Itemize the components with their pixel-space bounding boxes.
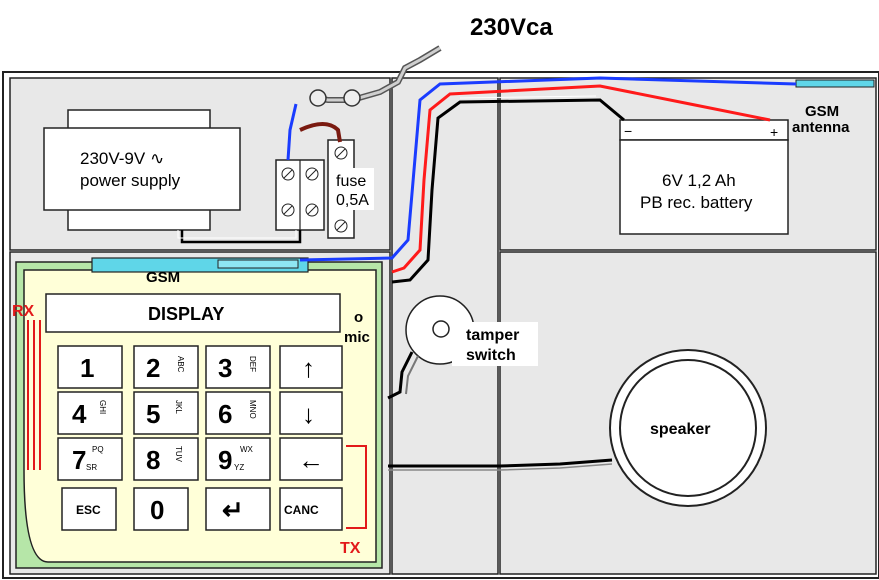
- key-down[interactable]: ↓: [279, 391, 343, 435]
- key-9[interactable]: 9 WX YZ: [205, 437, 271, 481]
- key-3-label: 3: [218, 353, 232, 383]
- key-7-label: 7: [72, 445, 86, 475]
- tx-label: TX: [340, 540, 361, 557]
- wire-brown-mains: [299, 122, 342, 143]
- key-canc-label: CANC: [284, 503, 319, 517]
- tamper-switch: tamper switch: [387, 295, 538, 400]
- key-7-letters-top: PQ: [92, 445, 104, 454]
- gsm-antenna-line2: antenna: [792, 119, 850, 136]
- tx-bracket: [346, 445, 367, 529]
- up-arrow-icon: ↑: [302, 353, 315, 383]
- key-left[interactable]: ←: [279, 437, 343, 481]
- terminal-block: fuse 0,5A: [275, 139, 374, 239]
- enter-icon: ↵: [222, 495, 244, 525]
- battery-cable: [299, 76, 797, 284]
- mains-cable: [309, 45, 442, 107]
- key-up[interactable]: ↑: [279, 345, 343, 389]
- tamper-line2: switch: [466, 347, 516, 364]
- key-7[interactable]: 7 PQ SR: [57, 437, 123, 481]
- key-3[interactable]: 3 DEF: [205, 345, 271, 389]
- mic-label: mic: [344, 329, 370, 346]
- power-supply-line1: 230V-9V ∿: [80, 149, 164, 168]
- key-esc[interactable]: ESC: [61, 487, 117, 531]
- battery-minus: −: [624, 123, 632, 139]
- gsm-antenna-line1: GSM: [805, 103, 839, 120]
- key-7-letters-bottom: SR: [86, 463, 97, 472]
- diagram-title: 230Vca: [470, 14, 553, 41]
- key-4-letters: GHI: [98, 400, 107, 414]
- key-9-letters-top: WX: [240, 445, 254, 454]
- left-arrow-icon: ←: [298, 445, 324, 475]
- fuse-line2: 0,5A: [336, 192, 369, 209]
- power-supply: 230V-9V ∿ power supply: [43, 109, 241, 231]
- key-canc[interactable]: CANC: [279, 487, 343, 531]
- key-6-letters: MNO: [248, 400, 257, 419]
- rx-label: RX: [12, 303, 35, 320]
- key-5[interactable]: 5 JKL: [133, 391, 199, 435]
- wire-black-secondary-highlight: [177, 230, 297, 239]
- battery: − + 6V 1,2 Ah PB rec. battery: [619, 119, 789, 235]
- battery-line1: 6V 1,2 Ah: [662, 171, 736, 190]
- key-1-label: 1: [80, 353, 94, 383]
- speaker-label: speaker: [650, 421, 711, 438]
- key-0-label: 0: [150, 495, 164, 525]
- key-6-label: 6: [218, 399, 232, 429]
- tamper-line1: tamper: [466, 327, 519, 344]
- battery-plus: +: [770, 124, 778, 140]
- lcd-display: [45, 293, 341, 333]
- key-esc-label: ESC: [76, 503, 101, 517]
- key-4-label: 4: [72, 399, 87, 429]
- key-1[interactable]: 1: [57, 345, 123, 389]
- key-9-letters-bottom: YZ: [234, 463, 244, 472]
- gsm-label: GSM: [146, 269, 180, 286]
- key-5-letters: JKL: [174, 400, 183, 414]
- key-8[interactable]: 8 TUV: [133, 437, 199, 481]
- keypad-keys: 1 2 ABC 3 DEF ↑ 4 GHI 5 JKL 6: [57, 345, 343, 531]
- mic-dot: o: [354, 309, 363, 326]
- power-supply-line2: power supply: [80, 171, 181, 190]
- rx-lines: [27, 320, 41, 470]
- key-6[interactable]: 6 MNO: [205, 391, 271, 435]
- key-2[interactable]: 2 ABC: [133, 345, 199, 389]
- display-label: DISPLAY: [148, 304, 224, 324]
- fuse-line1: fuse: [336, 173, 366, 190]
- wire-black-secondary: [180, 230, 302, 244]
- key-4[interactable]: 4 GHI: [57, 391, 123, 435]
- key-2-letters: ABC: [176, 356, 185, 373]
- wire-blue-mains: [286, 103, 298, 161]
- key-8-letters: TUV: [174, 446, 183, 463]
- gsm-antenna: GSM antenna: [792, 79, 875, 136]
- key-enter[interactable]: ↵: [205, 487, 271, 531]
- down-arrow-icon: ↓: [302, 399, 315, 429]
- gsm-module: GSM: [91, 257, 309, 286]
- speaker: speaker: [388, 349, 767, 507]
- key-9-label: 9: [218, 445, 232, 475]
- battery-line2: PB rec. battery: [640, 193, 753, 212]
- key-5-label: 5: [146, 399, 160, 429]
- key-2-label: 2: [146, 353, 160, 383]
- key-0[interactable]: 0: [133, 487, 189, 531]
- key-8-label: 8: [146, 445, 160, 475]
- key-3-letters: DEF: [248, 356, 257, 372]
